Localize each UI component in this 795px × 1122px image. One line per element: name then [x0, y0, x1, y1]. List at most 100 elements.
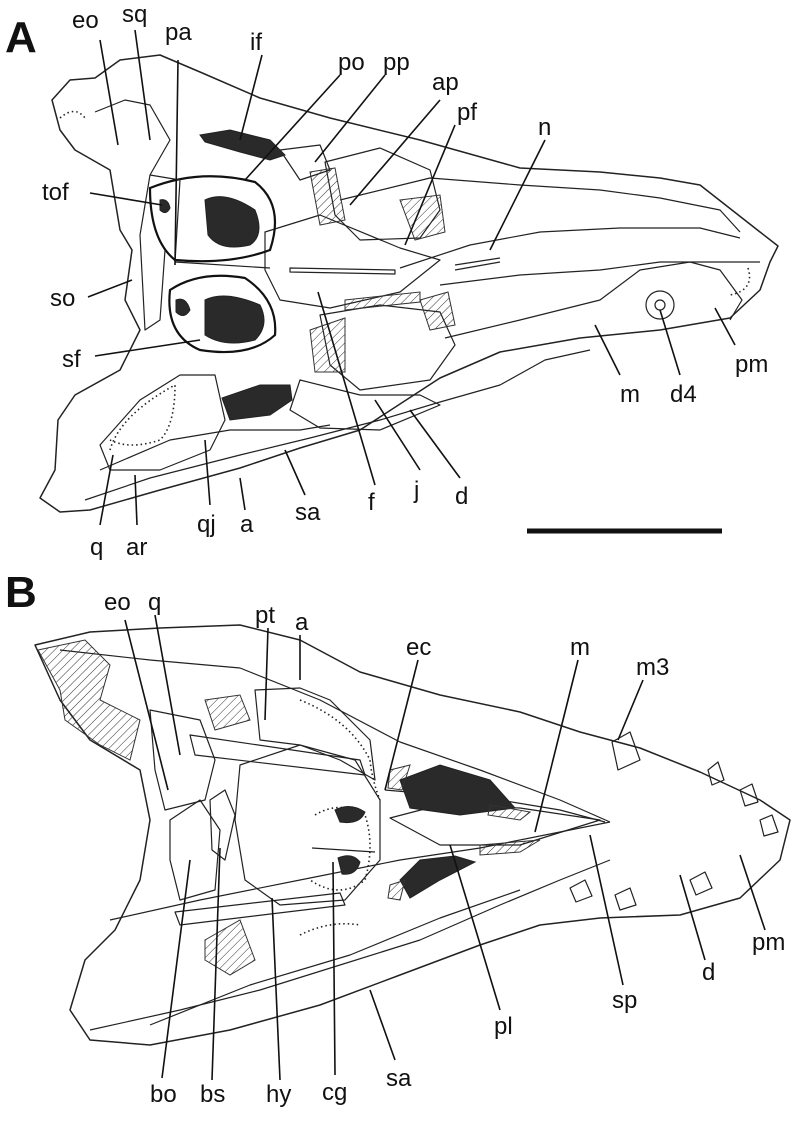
label-b-pt: pt — [255, 602, 275, 629]
leader-b-cg — [332, 861, 336, 1076]
label-b-ec: ec — [406, 634, 431, 661]
label-b-q: q — [148, 589, 161, 616]
leader-b-m — [534, 659, 579, 833]
panel-a-jaw-dark — [221, 384, 293, 421]
leader-a-j — [374, 399, 421, 471]
label-a-sf: sf — [62, 346, 81, 373]
leader-a-sa — [284, 449, 306, 496]
leader-b-bs — [211, 847, 221, 1081]
panel-a-pm-dotted — [729, 267, 751, 296]
panel-a-stf-upper-rim — [148, 175, 277, 263]
panel-a-infratemporal-dark — [199, 129, 286, 161]
label-b-a: a — [295, 609, 309, 636]
panel-b-tooth-5 — [569, 879, 593, 903]
leader-a-pm — [714, 307, 736, 346]
panel-a-drawing — [39, 54, 779, 534]
leader-b-d — [679, 874, 706, 961]
panel-a-small-dark — [175, 298, 191, 316]
panel-b-tooth-2 — [739, 783, 759, 807]
leader-lines — [87, 29, 766, 1081]
panel-a-stf-upper-dark — [204, 196, 260, 248]
panel-b-hatch-ec — [387, 764, 411, 791]
panel-b-hatch-pl-upper — [487, 804, 532, 821]
leader-a-sq — [134, 29, 151, 141]
leader-a-sf — [94, 339, 201, 357]
panel-b-skull-outline — [34, 624, 791, 1046]
label-b-sp: sp — [612, 987, 637, 1014]
leader-a-if — [239, 54, 263, 141]
panel-b-hyoid — [174, 892, 346, 926]
label-b-eo: eo — [104, 589, 131, 616]
label-a-a: a — [240, 511, 254, 538]
panel-b-drawing — [34, 624, 791, 1046]
panel-b-basioccipital — [169, 799, 221, 901]
panel-a-angular — [99, 424, 331, 471]
label-a-ar: ar — [126, 534, 147, 561]
leader-b-pm — [739, 854, 766, 931]
panel-a-premax — [689, 261, 743, 321]
panel-a-tof-dark — [159, 199, 171, 214]
panel-b-letter: B — [5, 568, 37, 617]
panel-b-mandible-inner — [149, 889, 521, 1026]
leader-a-tof — [89, 192, 163, 206]
label-a-n: n — [538, 114, 551, 141]
panel-b-exoccipital — [149, 709, 216, 811]
panel-a-labels: eo sq pa if po pp ap pf n tof so sf m d4… — [42, 1, 768, 561]
panel-a-maxilla — [444, 261, 691, 339]
panel-a-quadrate — [99, 374, 226, 471]
leader-a-ar — [134, 474, 138, 526]
panel-a-hatch-3 — [309, 317, 346, 373]
panel-b-hatch-corner — [37, 639, 141, 761]
leader-b-pl — [449, 844, 501, 1011]
label-b-hy: hy — [266, 1081, 291, 1108]
panel-b-tooth-1 — [707, 761, 725, 786]
leader-a-n — [489, 139, 546, 251]
panel-a-snout-low — [439, 261, 760, 286]
leader-a-d4 — [659, 309, 681, 376]
panel-b-hatch-small — [387, 879, 406, 901]
leader-b-sa — [369, 989, 396, 1061]
label-a-sq: sq — [122, 1, 147, 28]
label-b-sa: sa — [386, 1065, 412, 1092]
panel-b-suborbital-dark-upper — [399, 764, 517, 816]
label-a-ap: ap — [432, 69, 459, 96]
panel-b-pterygoid — [254, 687, 376, 781]
label-a-pf: pf — [457, 99, 477, 126]
panel-a-jugal — [289, 379, 441, 431]
label-a-pm: pm — [735, 351, 768, 378]
leader-a-qj — [204, 439, 211, 506]
panel-b-lower-dotted — [299, 922, 361, 936]
panel-b-tooth-m3 — [611, 731, 641, 771]
label-a-pa: pa — [165, 19, 192, 46]
label-a-sa: sa — [295, 499, 321, 526]
label-a-tof: tof — [42, 179, 69, 206]
label-a-po: po — [338, 49, 365, 76]
label-b-m3: m3 — [636, 654, 669, 681]
label-a-pp: pp — [383, 49, 410, 76]
leader-a-ap — [349, 99, 441, 206]
panel-a-mandible — [84, 349, 591, 501]
leader-b-eo — [124, 619, 169, 791]
panel-a-n-suture-2 — [454, 261, 501, 271]
leader-b-ec — [384, 659, 419, 791]
panel-b-palate — [234, 744, 381, 906]
panel-a-hatch-1 — [309, 167, 346, 226]
label-a-so: so — [50, 285, 75, 312]
leader-a-a — [239, 477, 246, 511]
label-b-cg: cg — [322, 1079, 347, 1106]
panel-a-stf-lower-rim — [168, 274, 277, 354]
panel-b-upper-jaw-line — [59, 649, 611, 823]
panel-a-stf-lower-dark — [204, 295, 265, 344]
panel-a-snout-top — [339, 177, 741, 233]
panel-a-snout-mid — [399, 227, 741, 269]
panel-a-parietal-edge — [149, 174, 271, 269]
panel-a-n-suture — [454, 257, 501, 266]
leader-b-pt — [264, 627, 269, 721]
leader-b-bo — [161, 859, 191, 1079]
label-a-q: q — [90, 534, 103, 561]
label-b-m: m — [570, 634, 590, 661]
label-a-d4: d4 — [670, 381, 697, 408]
leader-b-hy — [271, 897, 281, 1081]
panel-a-d4-tooth — [645, 290, 675, 320]
